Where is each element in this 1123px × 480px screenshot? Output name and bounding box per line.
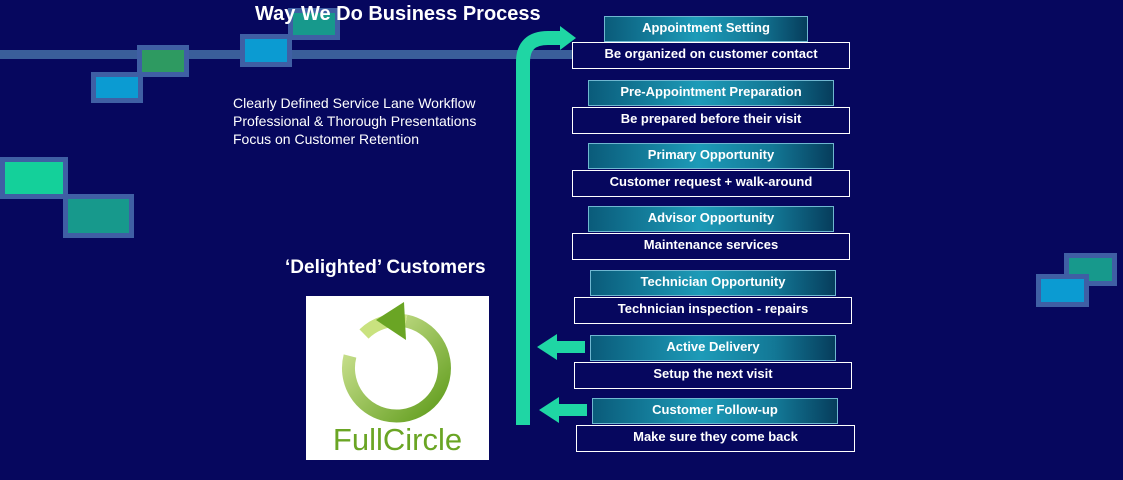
step-header-pre-appointment: Pre-Appointment Preparation [588,80,834,106]
decorative-square [240,34,292,67]
delighted-customers-label: ‘Delighted’ Customers [285,257,486,278]
logo-wordmark: FullCircle [332,422,463,457]
decorative-square [1036,274,1089,307]
step-header-primary-opportunity: Primary Opportunity [588,143,834,169]
circular-arrow-icon [341,302,451,423]
bullet-item: Focus on Customer Retention [233,131,419,147]
left-arrow-head [537,334,557,360]
step-desc-appointment-setting: Be organized on customer contact [572,42,850,69]
left-arrow-shaft [555,341,585,353]
step-desc-active-delivery: Setup the next visit [574,362,852,389]
return-arrow-head [560,26,576,50]
decorative-square [0,157,68,199]
step-desc-customer-follow-up: Make sure they come back [576,425,855,452]
step-header-customer-follow-up: Customer Follow-up [592,398,838,424]
bullet-item: Clearly Defined Service Lane Workflow [233,95,476,111]
decorative-square [91,72,143,103]
decorative-square [63,194,134,238]
fullcircle-logo: FullCircle [306,296,489,460]
return-arrow-shaft [516,31,562,425]
step-desc-advisor-opportunity: Maintenance services [572,233,850,260]
left-arrow-shaft [557,404,587,416]
step-header-active-delivery: Active Delivery [590,335,836,361]
step-desc-pre-appointment: Be prepared before their visit [572,107,850,134]
bullet-list: Clearly Defined Service Lane Workflow Pr… [233,94,476,148]
step-desc-technician-opportunity: Technician inspection - repairs [574,297,852,324]
decorative-square [288,8,340,40]
page-title: Way We Do Business Process [255,3,541,25]
step-header-technician-opportunity: Technician Opportunity [590,270,836,296]
left-arrow-head [539,397,559,423]
step-desc-primary-opportunity: Customer request + walk-around [572,170,850,197]
step-header-advisor-opportunity: Advisor Opportunity [588,206,834,232]
decorative-square [137,45,189,77]
bullet-item: Professional & Thorough Presentations [233,113,477,129]
step-header-appointment-setting: Appointment Setting [604,16,808,42]
